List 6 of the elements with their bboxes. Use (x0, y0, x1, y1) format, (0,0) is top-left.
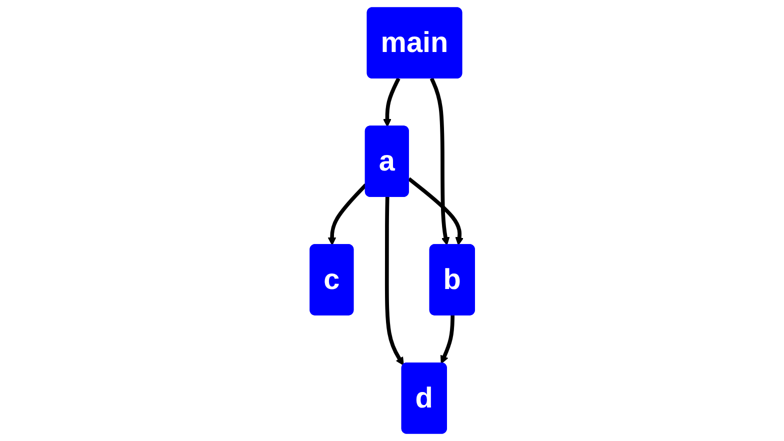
arrow (430, 78, 450, 246)
arrow (407, 177, 464, 246)
arrow (440, 315, 454, 364)
arrow (382, 78, 400, 127)
arrow (384, 196, 404, 366)
arrow (327, 184, 367, 246)
